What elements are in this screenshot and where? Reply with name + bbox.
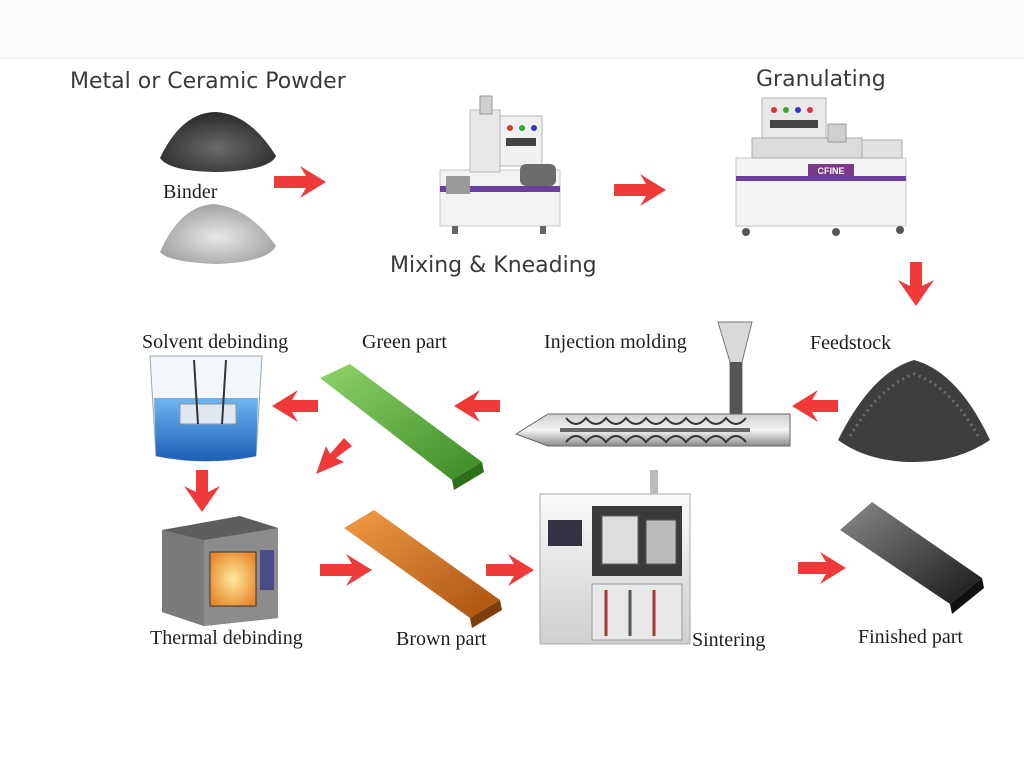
finished-part (840, 502, 984, 614)
label-feedstock: Feedstock (810, 332, 892, 354)
mixing-kneading-machine (439, 95, 561, 234)
brown-part (344, 510, 502, 628)
label-solvent-debinding: Solvent debinding (142, 331, 289, 353)
binder-powder-pile (160, 204, 276, 264)
injection-molding-unit (514, 321, 791, 447)
arrow-mixer-to-granulator (614, 174, 666, 206)
green-part (320, 364, 484, 490)
label-sintering: Sintering (692, 629, 766, 651)
label-injection-molding: Injection molding (544, 331, 687, 353)
arrow-feedstock-to-injection (792, 390, 838, 422)
granulating-machine: CFINE (735, 97, 907, 236)
arrow-sintering-to-finished (798, 552, 846, 584)
arrow-green-to-solvent (272, 390, 318, 422)
arrow-green-to-thermal (316, 438, 352, 474)
arrow-injection-to-green (454, 390, 500, 422)
label-granulating: Granulating (756, 67, 886, 92)
feedstock-pile (838, 360, 990, 462)
label-thermal-debinding: Thermal debinding (150, 627, 303, 649)
arrow-thermal-to-brown (320, 554, 372, 586)
label-finished-part: Finished part (858, 626, 963, 648)
granulator-brand-label: CFINE (818, 166, 845, 176)
sintering-furnace (539, 470, 691, 645)
top-band (0, 0, 1024, 59)
arrow-powder-to-mixer (274, 166, 326, 198)
label-binder: Binder (163, 181, 218, 203)
label-metal-ceramic-powder: Metal or Ceramic Powder (70, 69, 346, 94)
arrow-brown-to-sintering (486, 554, 534, 586)
thermal-debinding-oven (162, 516, 278, 626)
arrow-granulator-to-feedstock (898, 262, 934, 306)
solvent-debinding-beaker (149, 355, 263, 462)
arrow-solvent-to-thermal (184, 470, 220, 512)
metal-powder-pile (160, 112, 276, 172)
label-mixing-kneading: Mixing & Kneading (390, 253, 597, 278)
label-brown-part: Brown part (396, 628, 487, 650)
label-green-part: Green part (362, 331, 447, 353)
